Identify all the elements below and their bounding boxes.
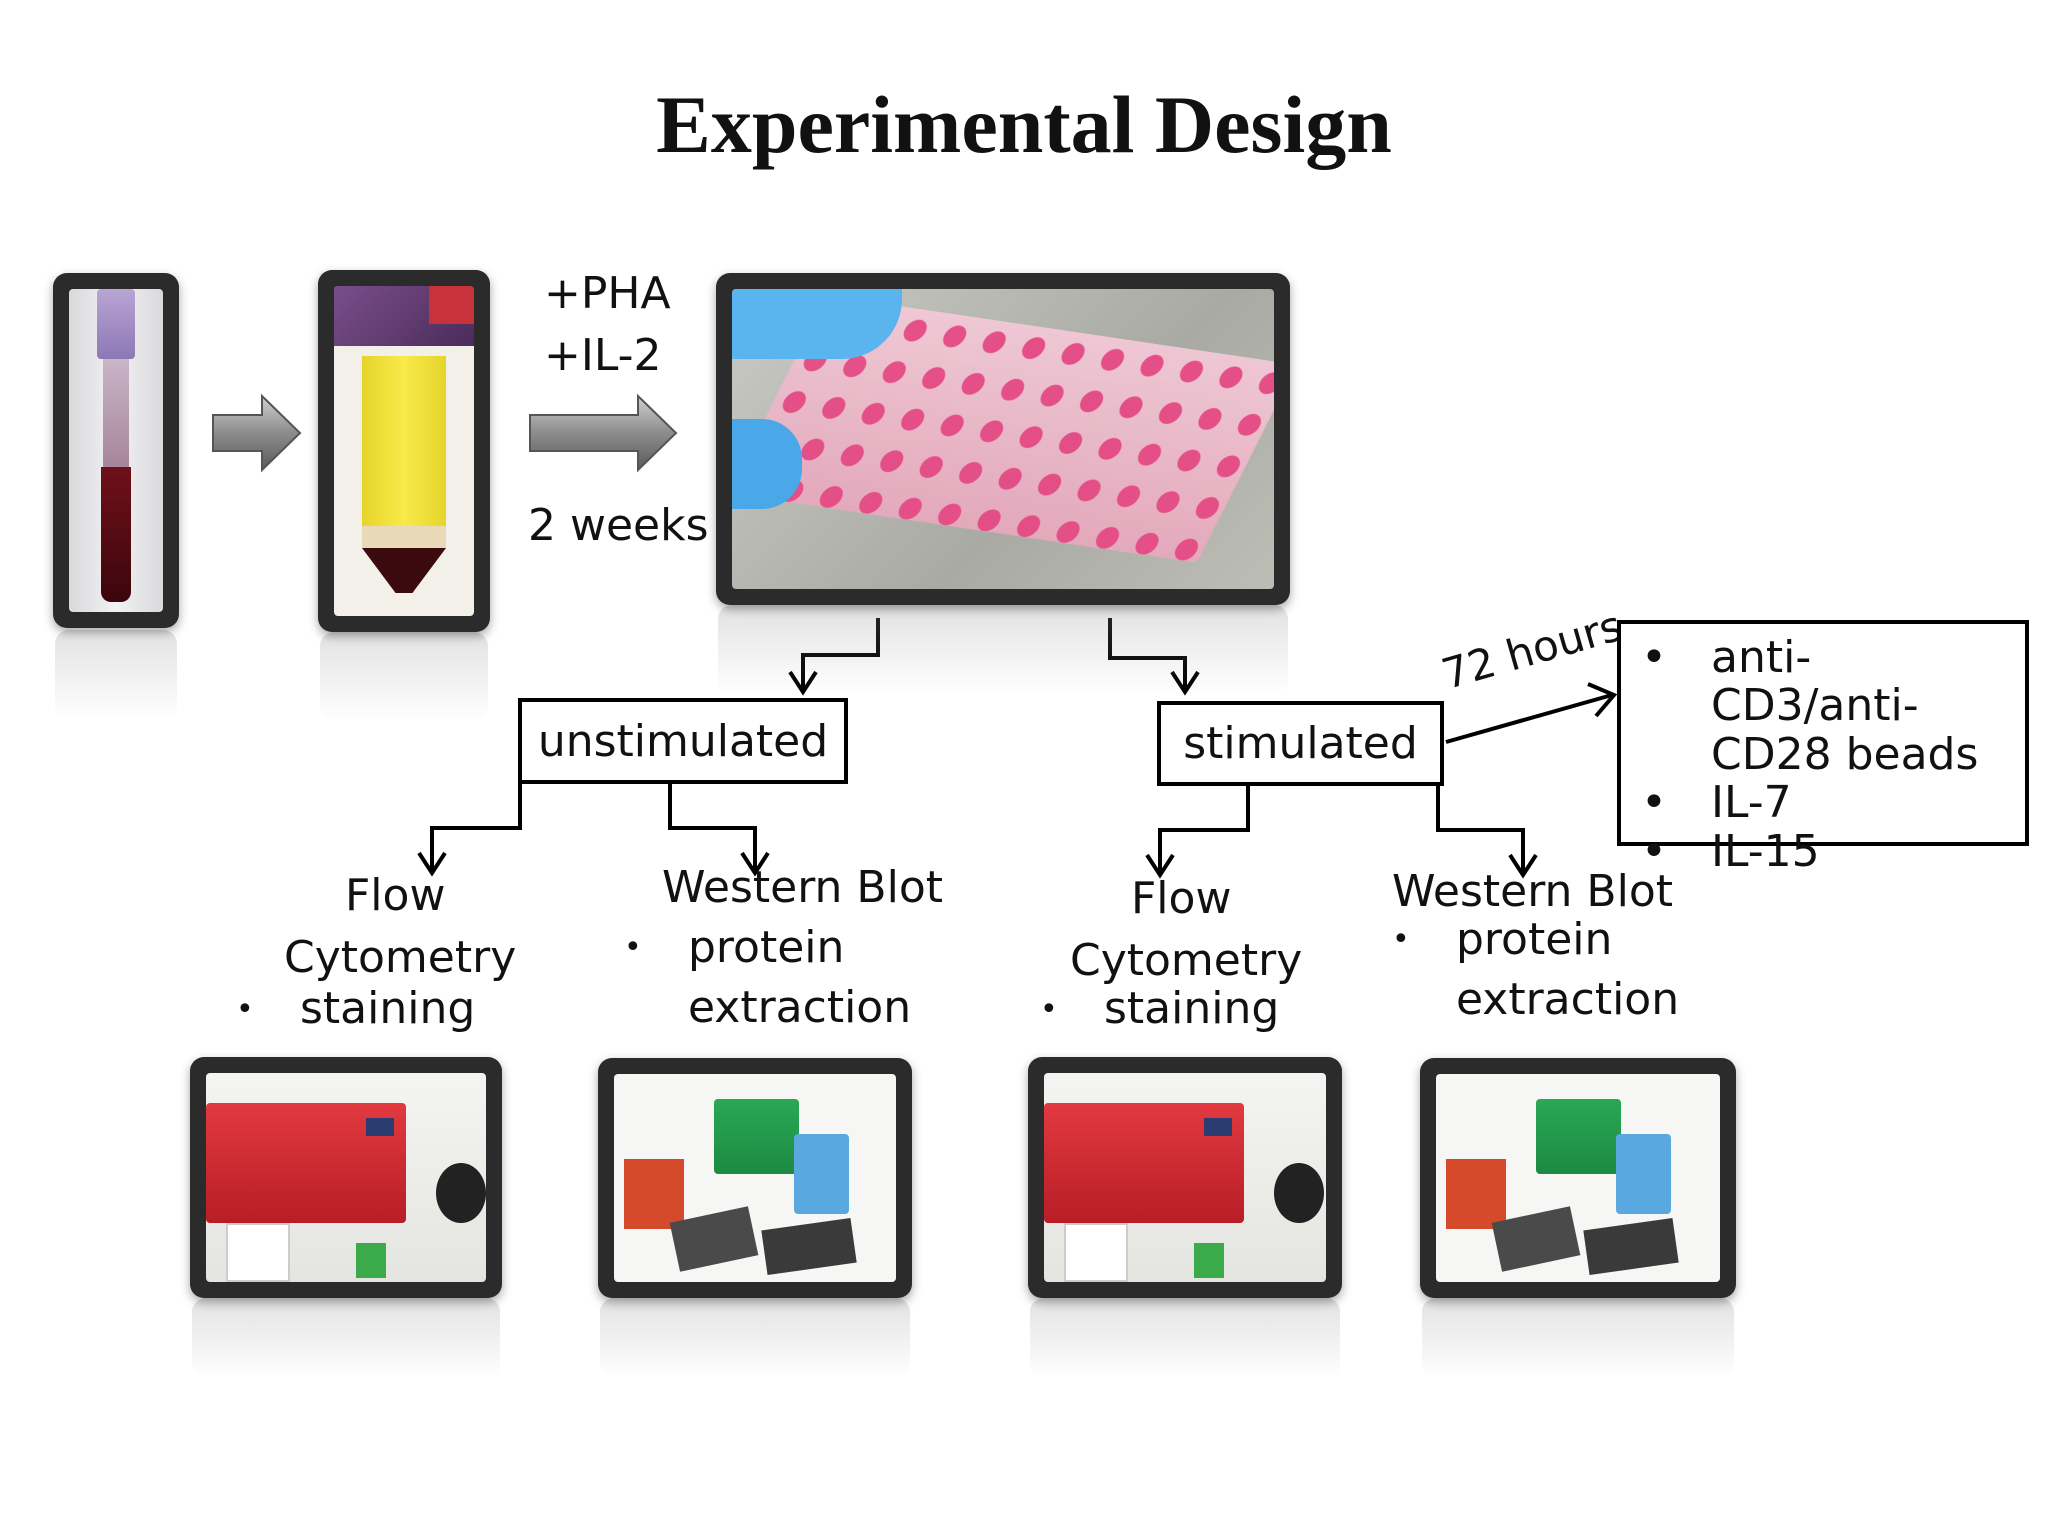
bullet: • [1392, 922, 1410, 957]
condition-item: • IL-15 [1641, 825, 2005, 877]
staining-label: staining [1104, 983, 1280, 1034]
bullet: • [1040, 992, 1058, 1027]
condition-item: • anti-CD3/anti- [1641, 632, 2005, 732]
page-title: Experimental Design [656, 79, 1392, 170]
photo-reflection [320, 632, 488, 722]
protein-label: protein [1456, 914, 1613, 965]
hours-label: 72 hours [1436, 600, 1628, 700]
ficoll-tube-photo [318, 270, 490, 632]
condition-text: IL-7 [1711, 777, 1792, 829]
condition-text: IL-15 [1711, 825, 1820, 877]
bullet: • [1641, 777, 1667, 829]
blood-tube-photo [53, 273, 179, 628]
flow-label: Flow [345, 870, 446, 921]
arrowhead [1145, 853, 1175, 879]
culture-plate-photo [716, 273, 1290, 605]
photo-reflection [55, 630, 177, 720]
extraction-label: extraction [1456, 974, 1680, 1025]
connector-line [668, 784, 757, 870]
arrowhead [1587, 682, 1618, 718]
bullet: • [1641, 825, 1667, 877]
flow-label: Flow [1131, 873, 1232, 924]
bullet: • [1641, 632, 1667, 683]
staining-label: staining [300, 983, 476, 1034]
stimulation-conditions-box: • anti-CD3/anti- CD28 beads • IL-7 • IL-15 [1617, 620, 2029, 875]
flow-cytometer-photo [190, 1057, 502, 1298]
photo-reflection [600, 1298, 910, 1378]
western-blot-label: Western Blot [1392, 866, 1674, 917]
connector-line [430, 784, 522, 870]
unstimulated-label: unstimulated [537, 715, 829, 767]
photo-reflection [1422, 1298, 1734, 1378]
connector-line [1158, 786, 1250, 872]
extraction-label: extraction [688, 982, 912, 1033]
stimulated-label: stimulated [1183, 718, 1418, 769]
process-arrow [529, 393, 678, 473]
photo-reflection [1030, 1298, 1340, 1378]
bullet: • [624, 930, 642, 965]
bullet: • [236, 992, 254, 1027]
pha-label: +PHA [544, 268, 671, 319]
protein-label: protein [688, 922, 845, 973]
cytometry-label: Cytometry [1070, 935, 1303, 986]
condition-text: CD28 beads [1711, 728, 1979, 780]
process-arrow [212, 393, 302, 473]
duration-label: 2 weeks [528, 500, 709, 551]
condition-text: anti-CD3/anti- [1711, 632, 1919, 732]
connector-line [1445, 693, 1613, 744]
flow-cytometer-photo [1028, 1057, 1342, 1298]
photo-reflection [718, 605, 1288, 695]
stimulated-box: stimulated [1157, 701, 1444, 786]
cytometry-label: Cytometry [284, 932, 517, 983]
condition-item: CD28 beads [1641, 728, 2005, 780]
unstimulated-box: unstimulated [518, 698, 848, 784]
connector-line [1436, 786, 1525, 872]
western-blot-apparatus-photo [598, 1058, 912, 1298]
western-blot-apparatus-photo [1420, 1058, 1736, 1298]
il2-label: +IL-2 [544, 330, 662, 381]
photo-reflection [192, 1298, 500, 1378]
condition-item: • IL-7 [1641, 777, 2005, 829]
western-blot-label: Western Blot [662, 862, 944, 913]
